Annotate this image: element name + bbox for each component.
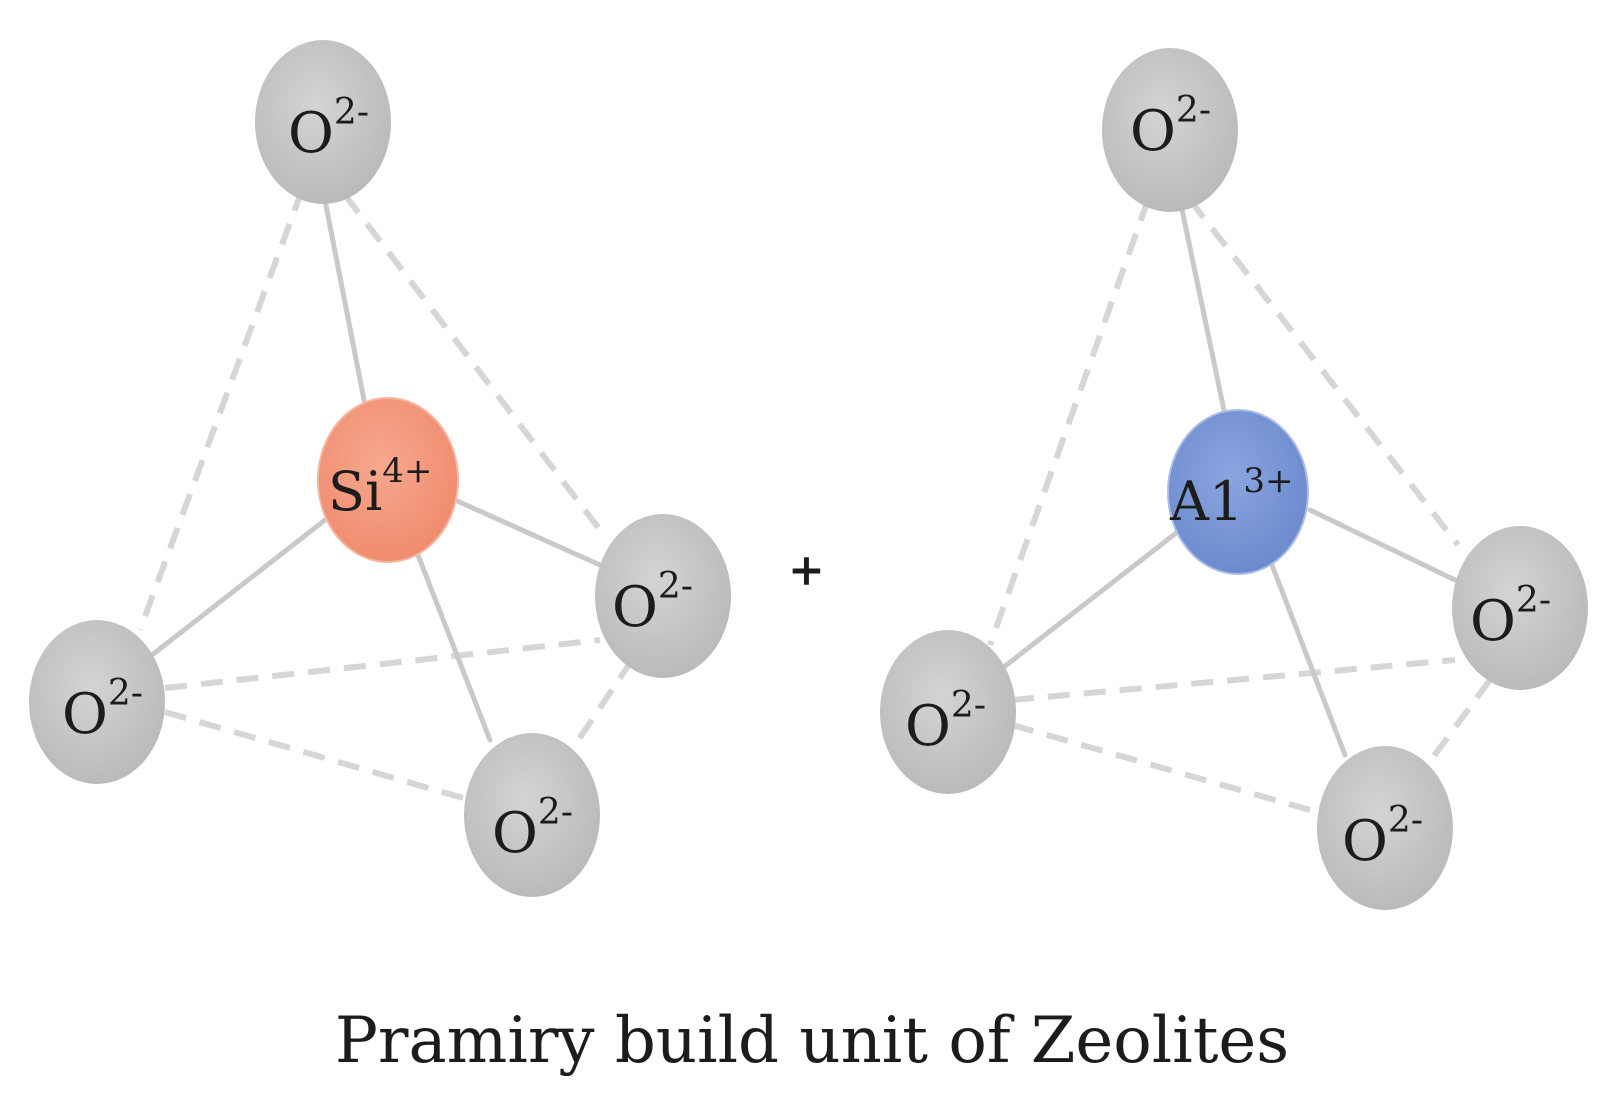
bond-al-left (997, 527, 1183, 673)
oxygen-atom-top: O2- (255, 40, 391, 204)
svg-text:O2-: O2- (492, 792, 573, 866)
svg-text:O2-: O2- (1130, 90, 1211, 164)
svg-text:O2-: O2- (1470, 580, 1551, 654)
bond-si-top (319, 182, 368, 408)
tetrahedron-al: O2- O2- O2- O2- (880, 48, 1588, 910)
bond-si-bottom (415, 552, 493, 743)
oxygen-atom-left: O2- (29, 620, 165, 784)
oxygen-atom-bottom: O2- (1317, 746, 1453, 910)
oxygen-atom-right: O2- (1452, 526, 1588, 690)
svg-text:O2-: O2- (288, 92, 369, 166)
svg-text:O2-: O2- (612, 566, 693, 640)
oxygen-atom-left: O2- (880, 630, 1016, 794)
bond-al-right (1307, 507, 1458, 583)
edge-left-bottom (164, 709, 471, 803)
bond-si-right (452, 497, 603, 568)
figure-caption: Pramiry build unit of Zeolites (335, 1004, 1289, 1078)
edge-left-bottom (1011, 722, 1311, 813)
oxygen-atom-bottom: O2- (464, 733, 600, 897)
edge-right-bottom (562, 658, 635, 762)
edge-right-bottom (1417, 678, 1493, 777)
edge-left-right (1011, 657, 1456, 703)
svg-text:O2-: O2- (1342, 800, 1423, 874)
bond-al-bottom (1269, 562, 1348, 758)
tetrahedron-si: O2- O2- O2- O2- (29, 40, 731, 897)
edge-top-left (987, 198, 1151, 647)
svg-text:Si4+: Si4+ (328, 451, 432, 523)
edge-left-right (164, 637, 601, 691)
bond-si-left (149, 517, 328, 658)
silicon-atom: Si4+ (317, 397, 459, 563)
plus-sign: + (788, 545, 825, 596)
bond-al-top (1177, 197, 1228, 418)
aluminium-atom: A13+ (1167, 409, 1309, 575)
svg-text:A13+: A13+ (1169, 461, 1293, 533)
svg-text:O2-: O2- (905, 685, 986, 759)
oxygen-atom-right: O2- (595, 514, 731, 678)
oxygen-atom-top: O2- (1102, 48, 1238, 212)
edge-top-right (1187, 198, 1461, 547)
edge-top-left (137, 188, 305, 632)
svg-text:O2-: O2- (62, 673, 143, 747)
